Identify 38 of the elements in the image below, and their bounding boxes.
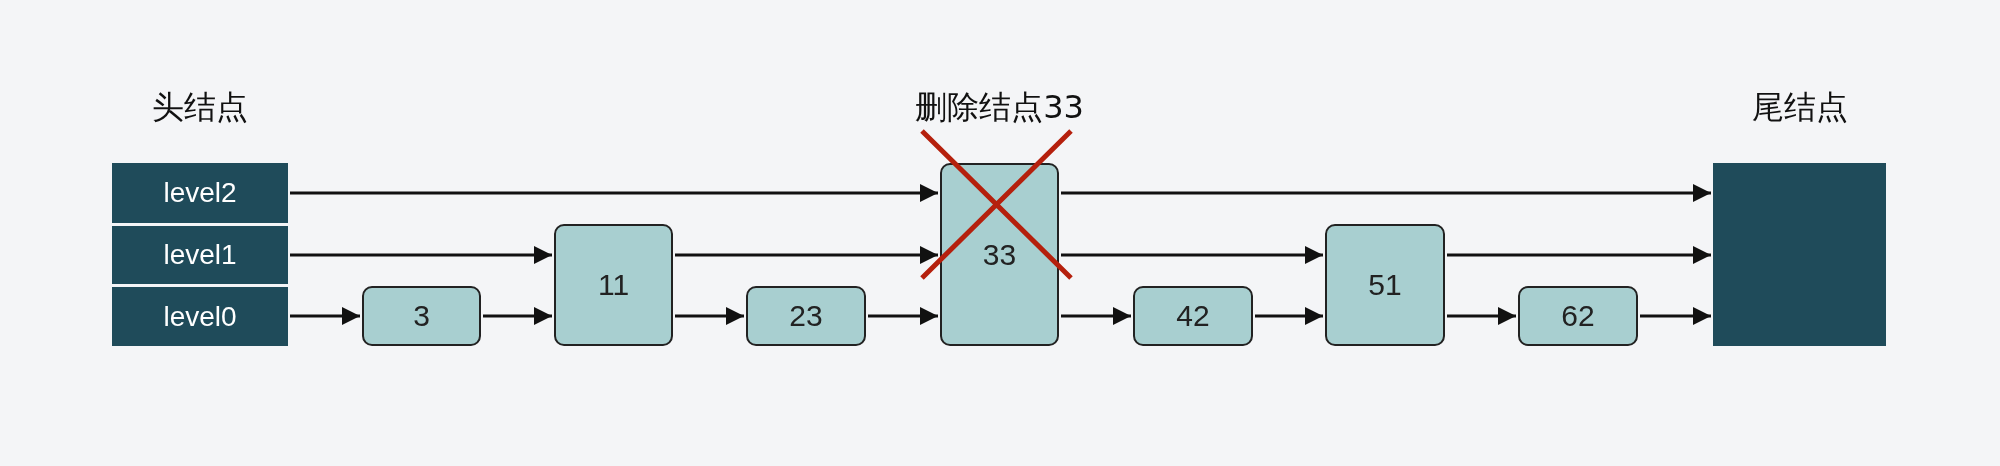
- level-box: [112, 226, 288, 284]
- node-label: level1: [163, 239, 237, 271]
- list-node: [940, 163, 1059, 346]
- arrow: [1447, 307, 1516, 325]
- arrow: [1061, 307, 1131, 325]
- arrow: [290, 246, 552, 264]
- list-node: [362, 286, 481, 346]
- arrow: [1640, 307, 1711, 325]
- arrow: [290, 307, 360, 325]
- node-label: 3: [413, 299, 430, 333]
- node-label: 11: [597, 268, 630, 302]
- arrow: [868, 307, 938, 325]
- node-label: level0: [163, 300, 237, 333]
- node-label: 42: [1176, 299, 1210, 333]
- arrow: [290, 184, 938, 202]
- arrow: [1061, 184, 1711, 202]
- node-label: 51: [1368, 268, 1402, 302]
- arrow: [483, 307, 552, 325]
- node-caption: 删除结点33: [915, 87, 1084, 128]
- list-node: [1325, 224, 1445, 346]
- node-caption: 尾结点: [1751, 87, 1848, 128]
- node-label: 62: [1561, 299, 1595, 333]
- node-label: level2: [163, 177, 237, 209]
- list-node: [746, 286, 866, 346]
- list-node: [554, 224, 673, 346]
- arrow: [675, 307, 744, 325]
- node-label: 33: [982, 237, 1017, 272]
- arrow: [675, 246, 938, 264]
- list-node: [1518, 286, 1638, 346]
- arrow: [1447, 246, 1711, 264]
- tail-node-box: [1713, 163, 1886, 346]
- level-box: [112, 287, 288, 346]
- arrow: [1061, 246, 1323, 264]
- list-node: [1133, 286, 1253, 346]
- node-label: 23: [789, 299, 823, 333]
- level-box: [112, 163, 288, 223]
- arrow: [1255, 307, 1323, 325]
- group-heading: 头结点: [152, 87, 248, 128]
